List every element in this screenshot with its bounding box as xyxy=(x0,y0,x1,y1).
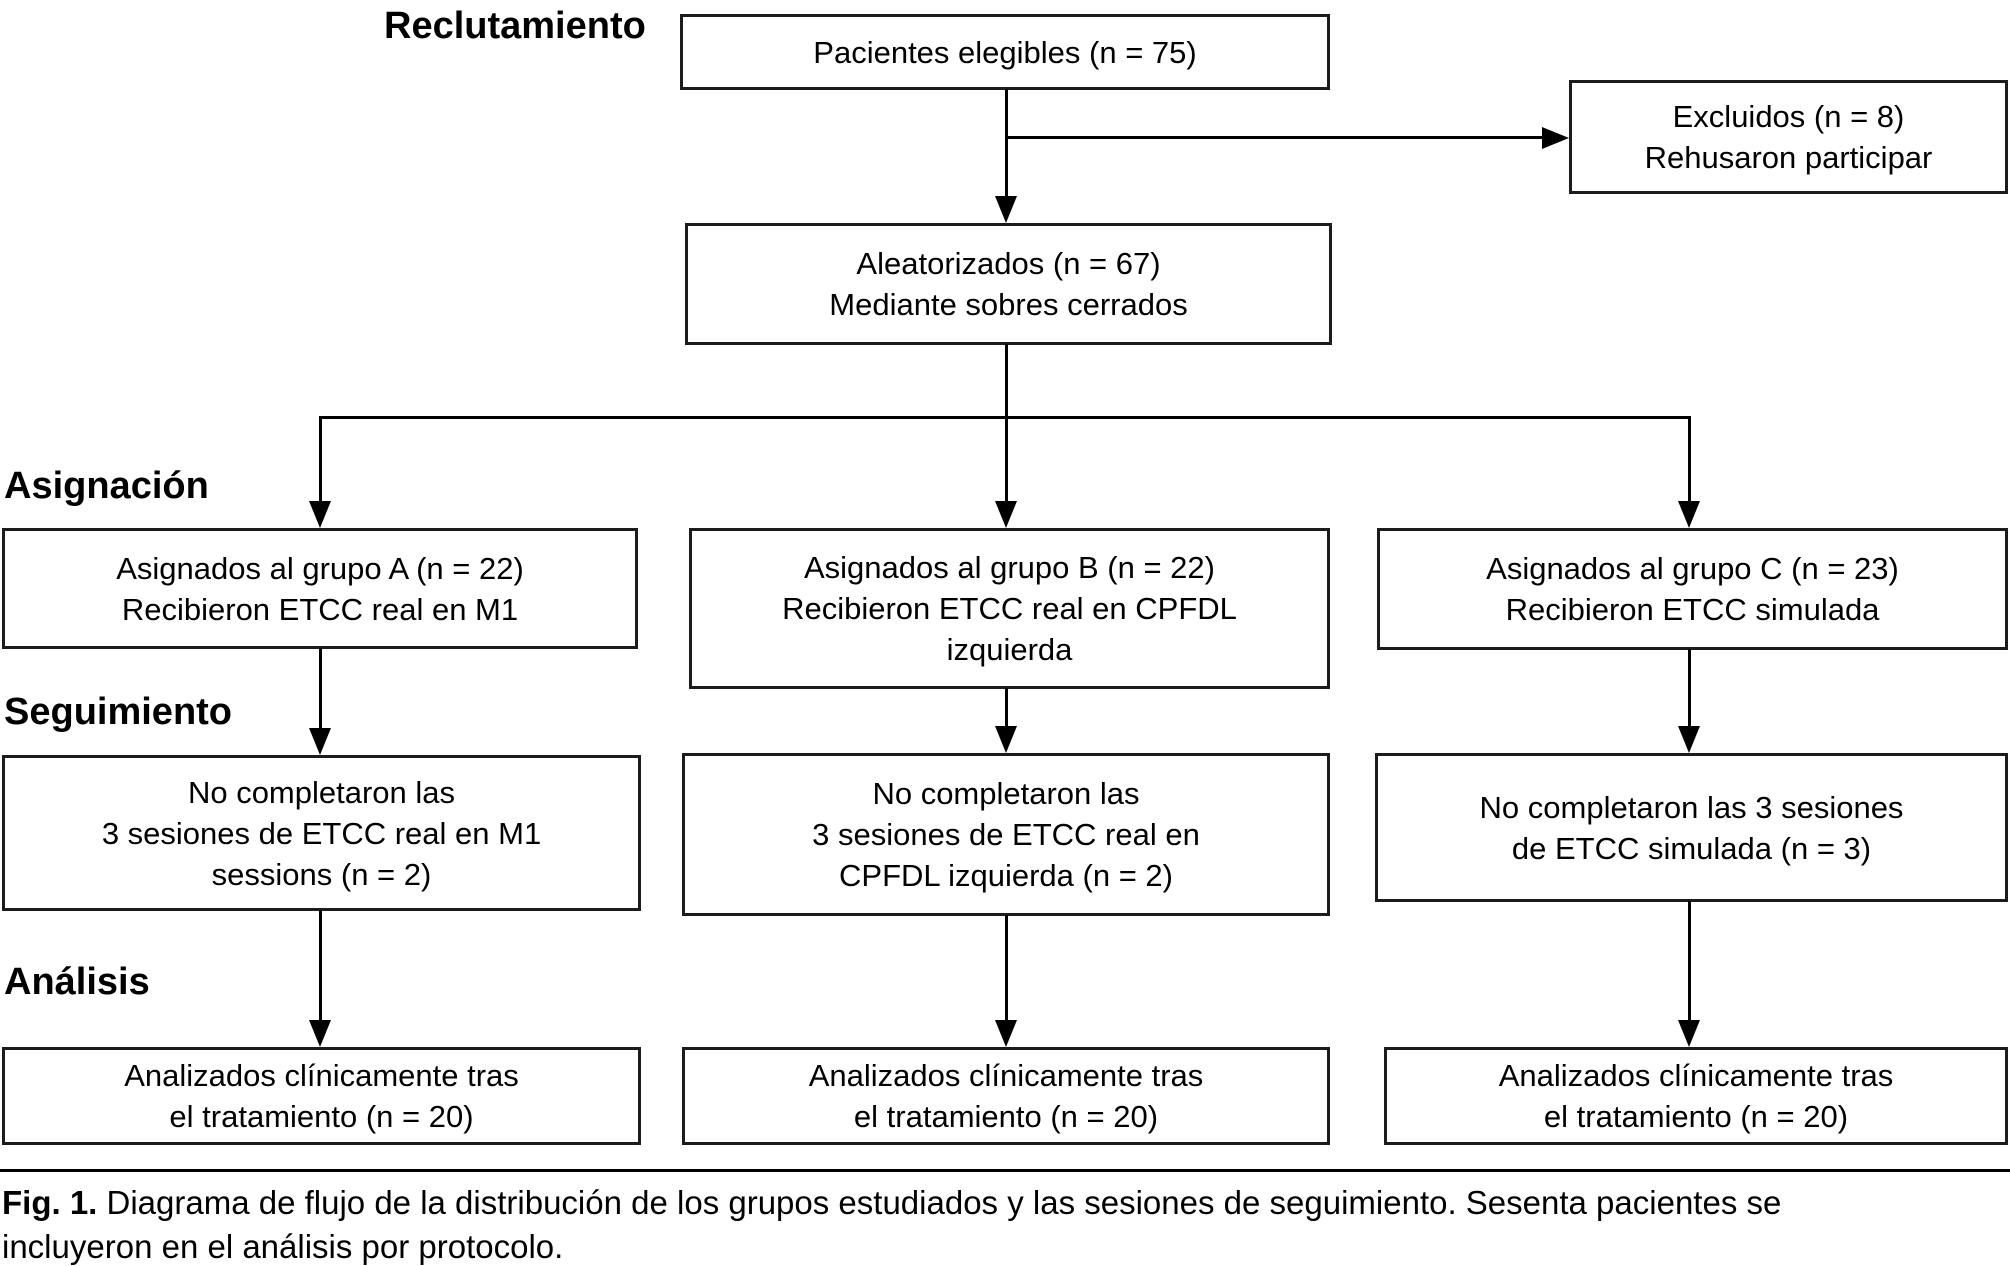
box-text-line: Asignados al grupo B (n = 22) xyxy=(803,550,1215,585)
box-text-line: Excluidos (n = 8) xyxy=(1672,99,1905,134)
stage-label-allocation: Asignación xyxy=(4,465,209,507)
drop-to-group-a xyxy=(319,416,322,504)
box-text-line: No completaron las xyxy=(872,776,1140,811)
box-text-line: el tratamiento (n = 20) xyxy=(853,1099,1159,1134)
box-text-line: Analizados clínicamente tras xyxy=(1498,1058,1894,1093)
box-text-line: izquierda xyxy=(946,632,1073,667)
stage-label-followup: Seguimiento xyxy=(4,691,233,733)
box-text-line: Analizados clínicamente tras xyxy=(124,1058,519,1093)
box-analysis-b: Analizados clínicamente tras el tratamie… xyxy=(682,1047,1330,1145)
stage-label-analysis: Análisis xyxy=(4,961,150,1003)
figure-caption: Fig. 1. Diagrama de flujo de la distribu… xyxy=(2,1181,2008,1266)
box-text-line: sessions (n = 2) xyxy=(211,856,432,892)
box-text-line: Rehusaron participar xyxy=(1644,140,1933,175)
connector-eligible-to-randomized xyxy=(1005,89,1008,199)
box-excluded: Excluidos (n = 8) Rehusaron participar xyxy=(1569,80,2008,194)
box-text-line: Mediante sobres cerrados xyxy=(829,287,1188,322)
caption-line: Fig. 1. Diagrama de flujo de la distribu… xyxy=(2,1181,2008,1225)
box-text-line: de ETCC simulada (n = 3) xyxy=(1511,830,1872,866)
box-text-line: No completaron las xyxy=(187,774,456,810)
box-followup-a: No completaron las 3 sesiones de ETCC re… xyxy=(2,755,641,911)
box-text-line: Analizados clínicamente tras xyxy=(808,1058,1204,1093)
box-text-line: No completaron las 3 sesiones xyxy=(1479,789,1904,825)
box-text-line: CPFDL izquierda (n = 2) xyxy=(839,858,1173,893)
box-group-a: Asignados al grupo A (n = 22) Recibieron… xyxy=(2,528,638,649)
box-text-line: Aleatorizados (n = 67) xyxy=(856,246,1161,281)
box-text-line: Recibieron ETCC real en M1 xyxy=(121,591,519,627)
box-text-line: 3 sesiones de ETCC real en M1 xyxy=(101,815,542,851)
arrowhead-group-c xyxy=(1678,501,1700,528)
connector-followup-b-to-analysis-b xyxy=(1005,915,1008,1022)
box-text-line: Pacientes elegibles (n = 75) xyxy=(813,34,1197,70)
arrowhead-followup-b xyxy=(995,726,1017,753)
connector-to-excluded xyxy=(1005,136,1544,139)
connector-followup-c-to-analysis-c xyxy=(1688,901,1691,1022)
arrowhead-analysis-a xyxy=(309,1020,331,1047)
box-group-b: Asignados al grupo B (n = 22) Recibieron… xyxy=(689,528,1330,689)
arrowhead-excluded xyxy=(1542,127,1569,149)
arrowhead-followup-c xyxy=(1678,726,1700,753)
caption-text: Diagrama de flujo de la distribución de … xyxy=(106,1184,1782,1221)
arrowhead-analysis-b xyxy=(995,1020,1017,1047)
connector-randomized-stub xyxy=(1005,344,1008,418)
box-text-line: el tratamiento (n = 20) xyxy=(169,1099,474,1134)
box-text-line: Asignados al grupo C (n = 23) xyxy=(1486,551,1899,586)
box-text-line: Recibieron ETCC real en CPFDL xyxy=(782,591,1237,626)
box-text-line: 3 sesiones de ETCC real en xyxy=(812,817,1200,852)
arrowhead-group-a xyxy=(309,501,331,528)
box-text-line: Recibieron ETCC simulada xyxy=(1505,592,1880,627)
drop-to-group-b xyxy=(1005,416,1008,504)
box-followup-c: No completaron las 3 sesiones de ETCC si… xyxy=(1375,753,2008,902)
box-analysis-a: Analizados clínicamente tras el tratamie… xyxy=(2,1047,641,1145)
connector-group-b-to-followup-b xyxy=(1005,688,1008,728)
arrowhead-group-b xyxy=(995,501,1017,528)
box-text-line: el tratamiento (n = 20) xyxy=(1543,1099,1849,1134)
arrowhead-analysis-c xyxy=(1678,1020,1700,1047)
connector-group-c-to-followup-c xyxy=(1688,649,1691,728)
box-text-line: Asignados al grupo A (n = 22) xyxy=(116,550,524,586)
drop-to-group-c xyxy=(1688,416,1691,504)
arrowhead-followup-a xyxy=(309,728,331,755)
box-group-c: Asignados al grupo C (n = 23) Recibieron… xyxy=(1377,528,2008,650)
caption-fig-label: Fig. 1. xyxy=(2,1184,98,1221)
box-analysis-c: Analizados clínicamente tras el tratamie… xyxy=(1384,1047,2008,1145)
connector-followup-a-to-analysis-a xyxy=(319,910,322,1022)
arrowhead-randomized xyxy=(995,196,1017,223)
caption-line: incluyeron en el análisis por protocolo. xyxy=(2,1228,564,1265)
box-followup-b: No completaron las 3 sesiones de ETCC re… xyxy=(682,753,1330,916)
stage-label-recruitment: Reclutamiento xyxy=(384,5,646,47)
box-eligible: Pacientes elegibles (n = 75) xyxy=(680,14,1330,90)
box-randomized: Aleatorizados (n = 67) Mediante sobres c… xyxy=(685,223,1332,345)
caption-divider xyxy=(0,1169,2010,1172)
connector-group-a-to-followup-a xyxy=(319,648,322,730)
